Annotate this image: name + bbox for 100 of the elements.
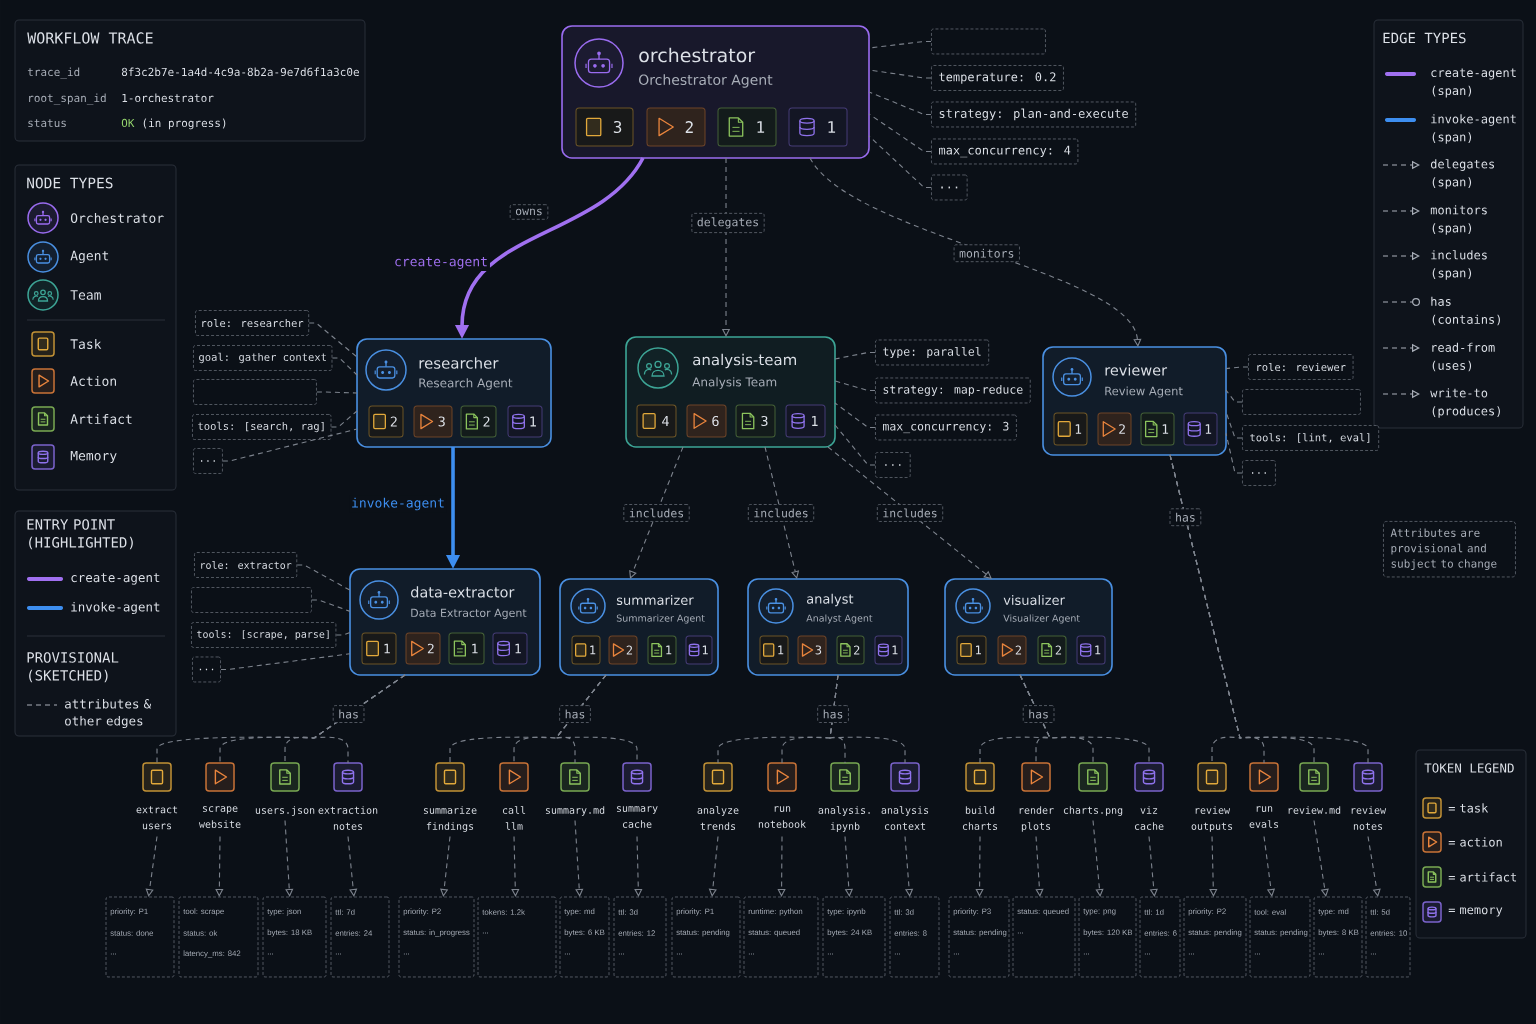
attribute-tag: role: reviewer [1248,354,1354,380]
attribute-tag: tools: [lint, eval] [1242,425,1380,451]
legend-label: read-from (uses) [1432,342,1495,372]
legend-label: invoke-agent [71,601,160,615]
leaf-label: analysis. ipynb [818,806,870,832]
leaf-label: run notebook [758,806,806,828]
legend-label: create-agent [71,573,160,585]
attribute-tag: tools: [scrape, parse] [191,622,337,648]
agent-type: Summarizer Agent [616,614,705,624]
attribute-tag: tools: [search, rag] [192,414,332,440]
legend-label: = task [1448,803,1489,813]
count-chip: 2 [460,405,497,438]
edge-label: includes [747,504,815,522]
count-chip: 3 [797,635,827,665]
leaf-label: build charts [962,806,998,830]
legend-label: = artifact [1448,872,1517,882]
leaf-label: viz cache [1134,806,1164,830]
agent-name: summarizer [616,594,694,605]
leaf-label: extract users [136,806,178,830]
empty-tag [1242,389,1361,415]
field-name: root_span_id [29,93,106,105]
field-value: 1-orchestrator [122,93,214,103]
edge-label: has [332,705,365,723]
legend-label: invoke-agent (span) [1431,114,1516,144]
count-chip: 3 [413,405,453,438]
attribute-tag: type: parallel [875,339,990,366]
agent-name: orchestrator [639,47,756,63]
leaf-label: extraction notes [318,806,378,830]
edge-label: create-agent [392,255,490,271]
attribute-tag: goal: gather context [193,345,333,371]
count-chip: 1 [785,404,826,438]
count-chip: 1 [685,635,713,665]
legend-label: has (contains) [1431,296,1500,326]
agent-name: analysis-team [693,353,796,369]
agent-name: analyst [807,593,854,607]
edge-label: includes [876,504,944,522]
attribute-tag: strategy: map-reduce [875,377,1031,404]
count-chip: 2 [1037,635,1067,665]
legend-label: monitors (span) [1430,205,1487,235]
legend-label: = action [1448,837,1502,847]
count-chip: 1 [788,107,848,147]
attribute-tag: role: extractor [194,552,298,578]
agent-type: Research Agent [419,378,513,390]
agent-name: reviewer [1105,364,1168,376]
count-chip: 1 [507,405,543,438]
status-value: OK [121,118,135,128]
leaf-label: review notes [1351,806,1387,830]
count-chip: 1 [1076,635,1106,665]
legend-label: attributes & other edges [65,698,152,729]
agent-type: Analysis Team [692,377,777,389]
legend-label: Agent [70,250,109,264]
attribute-tag: strategy: plan-and-execute [931,101,1137,128]
field-name: trace_id [27,67,80,79]
legend-label: = memory [1448,907,1503,917]
count-chip: 1 [647,635,677,665]
legend-label: write-to (produces) [1430,388,1500,418]
leaf-label: charts.png [1063,806,1123,816]
edge-label: has [1022,705,1055,723]
panel-heading: PROVISIONAL (SKETCHED) [27,652,119,683]
attribute-tag: ... [192,656,221,683]
attribute-tag: ... [1242,460,1276,486]
attribute-tag: ... [193,448,223,474]
count-chip: 1 [492,632,528,665]
leaf-label: review outputs [1191,806,1233,832]
leaf-label: render plots [1019,806,1054,832]
empty-tag [193,379,317,405]
field-value: (in progress) [143,118,226,130]
legend-label: Team [70,290,101,300]
leaf-label: users.json [255,806,315,816]
panel-heading: TOKEN LEGEND [1424,763,1514,773]
panel-heading: EDGE TYPES [1383,32,1466,44]
legend-label: Action [70,375,116,386]
attribute-tag: max_concurrency: 3 [875,414,1017,441]
count-chip: 1 [1140,412,1175,446]
panel-heading: ENTRY POINT (HIGHLIGHTED) [27,519,133,550]
attribute-tag: ... [931,174,968,201]
count-chip: 2 [646,107,706,147]
edge-label: monitors [953,244,1020,263]
legend-label: create-agent (span) [1431,68,1516,98]
leaf-label: scrape website [198,806,241,828]
attribute-tag: ... [875,452,911,478]
legend-label: Memory [70,450,117,464]
count-chip: 2 [836,635,865,665]
attribute-tag: role: researcher [195,310,310,336]
legend-label: Orchestrator [70,212,164,223]
count-chip: 2 [1097,412,1132,446]
count-chip: 2 [405,632,441,665]
agent-type: Review Agent [1105,386,1183,398]
count-chip: 6 [686,404,727,438]
leaf-label: summary cache [616,806,658,828]
leaf-label: summarize findings [423,806,477,832]
edge-label: includes [623,504,690,522]
count-chip: 1 [717,107,777,147]
leaf-label: analyze trends [697,806,739,830]
count-chip: 3 [735,404,776,438]
count-chip: 1 [874,635,903,665]
legend-label: delegates (span) [1430,159,1495,189]
field-value: 8f3c2b7e-1a4d-4c9a-8b2a-9e7d6f1a3c0e [121,67,359,77]
edge-label: has [817,705,849,723]
empty-tag [931,28,1046,55]
